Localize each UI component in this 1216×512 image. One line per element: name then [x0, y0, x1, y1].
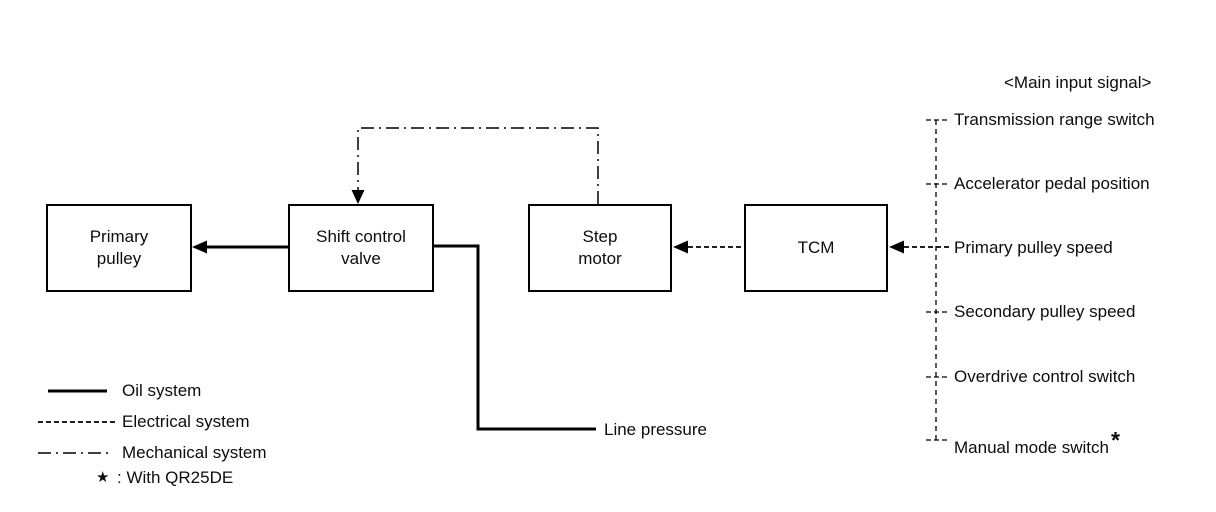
- legend-mechanical-system-label: Mechanical system: [122, 443, 267, 462]
- box-tcm-label: TCM: [797, 238, 835, 257]
- main-input-signal-heading: <Main input signal>: [1004, 73, 1152, 92]
- mechanical-line-step-motor-to-shift-valve: [357, 127, 599, 204]
- mechanical-arrowhead-into-shift-valve: [351, 190, 365, 204]
- legend-note-with-qr25de: : With QR25DE: [117, 468, 234, 487]
- signal-item-overdrive-control-switch: Overdrive control switch: [954, 367, 1136, 386]
- signal-item-manual-mode-switch: Manual mode switch*: [954, 429, 1120, 459]
- legend-electrical-system-label: Electrical system: [122, 412, 250, 431]
- box-step-motor-label: Step motor: [578, 227, 622, 268]
- signal-item-secondary-pulley-speed: Secondary pulley speed: [954, 302, 1136, 321]
- signal-item-manual-mode-switch-label: Manual mode switch: [954, 438, 1109, 457]
- box-tcm: TCM: [744, 204, 888, 292]
- electrical-arrowhead-into-tcm: [889, 240, 904, 254]
- asterisk-mark: *: [1110, 427, 1120, 453]
- box-shift-control-valve-label: Shift control valve: [316, 227, 406, 268]
- signal-item-accelerator-pedal-position: Accelerator pedal position: [954, 174, 1150, 193]
- electrical-arrowhead-into-step-motor: [673, 240, 688, 254]
- box-shift-control-valve: Shift control valve: [288, 204, 434, 292]
- box-primary-pulley-label: Primary pulley: [89, 227, 149, 268]
- line-pressure-label: Line pressure: [604, 420, 708, 439]
- signal-item-transmission-range-switch: Transmission range switch: [954, 110, 1155, 129]
- legend-star-icon: ★: [96, 469, 110, 486]
- line-pressure-line: [433, 244, 596, 431]
- signal-item-primary-pulley-speed: Primary pulley speed: [954, 238, 1113, 257]
- box-primary-pulley: Primary pulley: [46, 204, 192, 292]
- box-step-motor: Step motor: [528, 204, 672, 292]
- oil-arrowhead-into-primary-pulley: [192, 240, 207, 254]
- legend-oil-system-label: Oil system: [122, 381, 202, 400]
